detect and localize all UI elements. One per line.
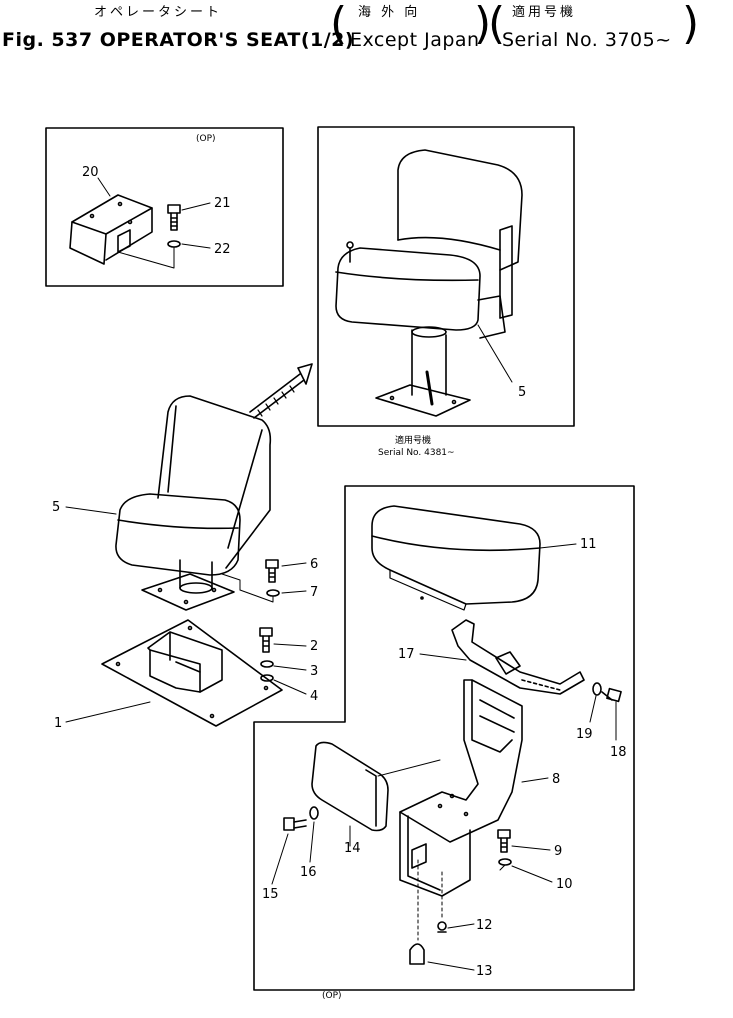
part-17-strap: [451, 619, 585, 695]
callout-13: 13: [476, 964, 493, 979]
part-10-washer: [498, 858, 512, 866]
callout-10: 10: [556, 877, 573, 892]
part-19-washer: [592, 682, 602, 696]
leader-6-7: [239, 589, 274, 603]
callout-1: 1: [54, 716, 62, 731]
part-14-armrest: [311, 741, 441, 832]
destination: Except Japan: [350, 29, 480, 51]
part-1-base-plate: [101, 619, 283, 727]
part-13-lock: [409, 859, 425, 965]
callout-22: 22: [214, 242, 231, 257]
callout-2: 2: [310, 639, 318, 654]
part-18-bolt: [601, 687, 622, 703]
part-16-washer: [309, 806, 319, 820]
part-9-bolt: [497, 829, 511, 853]
part-4-washer: [260, 674, 274, 682]
part-8-seat-frame: [399, 679, 523, 897]
op-label-top: (OP): [196, 134, 216, 144]
leader-assembly-op: [117, 246, 175, 269]
part-15-bolt: [283, 817, 307, 831]
callout-20: 20: [82, 165, 99, 180]
callout-17: 17: [398, 647, 415, 662]
callout-3: 3: [310, 664, 318, 679]
callout-4: 4: [310, 689, 318, 704]
callout-15: 15: [262, 887, 279, 902]
callout-18: 18: [610, 745, 627, 760]
figure-title: Fig. 537 OPERATOR'S SEAT(1/2): [2, 29, 355, 51]
part-21-bolt: [167, 204, 181, 231]
jp-serial: 適用号機: [512, 5, 577, 20]
jp-destination: 海 外 向: [358, 5, 421, 20]
callout-7: 7: [310, 585, 318, 600]
part-5-seat: [115, 395, 272, 611]
callout-12: 12: [476, 918, 493, 933]
callout-11: 11: [580, 537, 597, 552]
serial-range: Serial No. 3705~: [502, 29, 672, 51]
part-6-bolt: [265, 559, 279, 583]
callout-8: 8: [552, 772, 560, 787]
part-12-screw: [437, 871, 447, 933]
callout-5-inset: 5: [518, 385, 526, 400]
paren-right-1: ): [474, 0, 492, 49]
leader-lines: [65, 177, 617, 971]
callout-19: 19: [576, 727, 593, 742]
op-label-bottom: (OP): [322, 991, 342, 1001]
part-2-bolt: [259, 627, 273, 653]
part-22-washer: [167, 240, 181, 248]
paren-left-2: (: [488, 0, 506, 49]
part-20-cover: [69, 194, 153, 265]
callout-16: 16: [300, 865, 317, 880]
callout-5-main: 5: [52, 500, 60, 515]
figure-header: オペレータシート Fig. 537 OPERATOR'S SEAT(1/2) (…: [0, 0, 733, 60]
paren-left-1: (: [330, 0, 348, 49]
part-3-washer: [260, 660, 274, 668]
callout-6: 6: [310, 557, 318, 572]
callout-14: 14: [344, 841, 361, 856]
callout-21: 21: [214, 196, 231, 211]
paren-right-2: ): [682, 0, 700, 49]
jp-title: オペレータシート: [94, 5, 223, 20]
callout-9: 9: [554, 844, 562, 859]
hatched-arrow: [249, 363, 313, 419]
part-7-washer: [266, 589, 280, 597]
inset-serial: Serial No. 4381~: [378, 448, 455, 458]
inset-jp-serial: 適用号機: [395, 434, 431, 446]
op-inset-box: (OP): [45, 127, 284, 287]
part-11-cushion: [371, 505, 541, 611]
seat-inset-box: [317, 126, 575, 427]
op-frame: [253, 485, 635, 991]
